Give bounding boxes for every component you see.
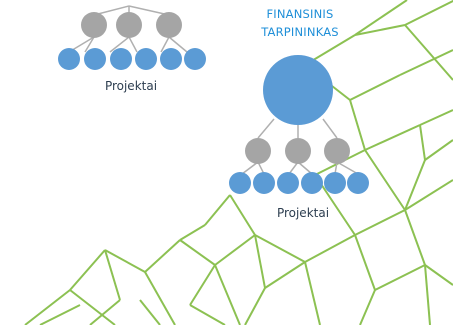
intermediary-title-line1: FINANSINIS [266,7,334,21]
leaf-node [110,48,132,70]
background-line [189,264,216,306]
background-line [254,234,306,263]
background-line [304,261,321,325]
background-line [204,194,231,226]
background-line [139,299,161,325]
background-line [229,194,256,236]
background-line [179,224,206,241]
leaf-node [277,172,299,194]
background-line [404,24,453,81]
connector [257,118,275,139]
connector [257,161,265,175]
background-line [419,109,453,126]
intermediary-title: FINANSINIS TARPININKAS [246,5,354,41]
background-line [349,74,401,101]
background-line [354,234,376,291]
background-line [179,239,216,266]
background-line [424,139,453,161]
connector [322,118,338,139]
intermediary-title-line2: TARPININKAS [261,25,339,39]
background-line-pattern [24,0,453,325]
background-line [39,304,81,325]
leaf-node [229,172,251,194]
background-line [424,264,431,325]
background-line [69,289,116,325]
root-node [263,55,333,125]
leaf-node [135,48,157,70]
connector [241,161,259,175]
background-line [364,124,421,151]
middle-node [116,12,142,38]
background-line [349,99,366,151]
background-line [104,249,121,301]
leaf-node [324,172,346,194]
background-line [354,0,408,36]
background-line [359,289,376,325]
leaf-node [84,48,106,70]
connector [128,36,138,53]
background-line [404,159,426,211]
background-line [264,261,306,289]
connector [109,36,130,53]
background-line [144,271,176,325]
projects-label-left: Projektai [104,79,158,93]
background-line [214,234,256,266]
connector [336,161,359,175]
leaf-node [160,48,182,70]
background-line [419,124,426,161]
leaf-node [184,48,206,70]
connector [288,161,299,175]
background-line [89,299,121,325]
background-line [24,289,71,325]
background-line [404,179,453,211]
background-line [214,264,241,325]
background-line [404,209,426,266]
leaf-node [58,48,80,70]
tree-right [229,55,369,194]
background-line [374,264,426,291]
middle-node [285,138,311,164]
background-line [399,49,453,76]
connectors-right [241,118,359,175]
background-line [104,249,146,273]
connector [168,36,188,53]
background-line [244,287,266,325]
connector [297,161,313,175]
connector [334,161,338,175]
background-line [304,234,356,263]
middle-node [324,138,350,164]
background-line [364,149,406,211]
background-line [424,264,453,286]
background-line [144,239,181,273]
background-line [69,249,106,291]
background-line [254,234,266,289]
connector [128,5,170,16]
background-line [189,304,226,325]
connector [84,36,95,53]
background-line [354,24,406,36]
leaf-node [301,172,323,194]
leaf-node [347,172,369,194]
connector [160,36,170,53]
background-line [354,209,406,236]
leaf-node [253,172,275,194]
tree-left [58,5,206,70]
background-line [404,0,453,26]
middle-node [81,12,107,38]
middle-node [245,138,271,164]
middle-node [156,12,182,38]
projects-label-right: Projektai [276,206,330,220]
